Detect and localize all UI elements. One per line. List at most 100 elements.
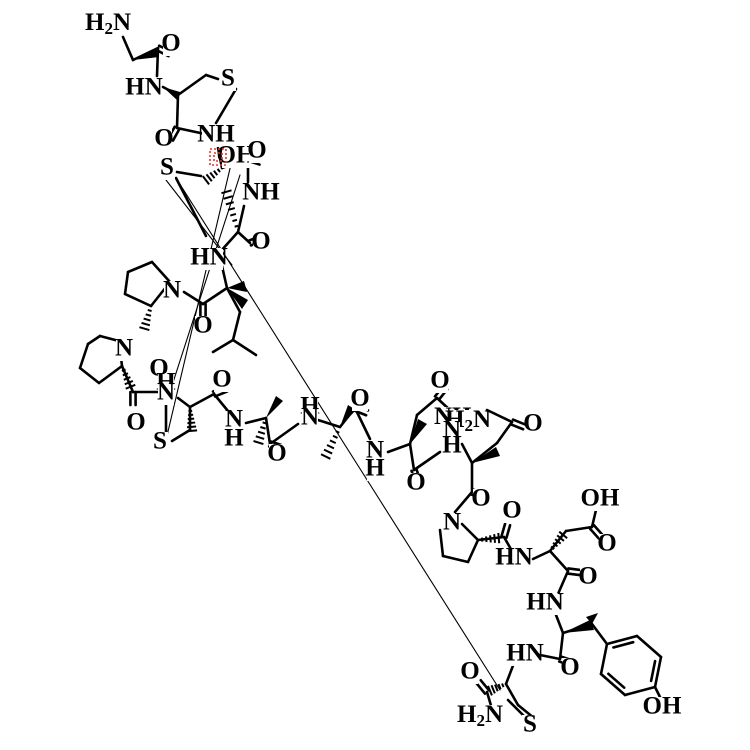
bond-tyr-cb-ring (590, 622, 609, 646)
aromatic-ring-bond (623, 685, 657, 697)
bond-cysC-c-o (479, 678, 491, 692)
svg-text:S: S (160, 154, 174, 181)
amide-hn-label: HN (190, 244, 228, 271)
carbonyl-oxygen-label: O (578, 563, 597, 590)
carbonyl-oxygen-label: O (430, 367, 449, 394)
bond-gly-n-ca (121, 35, 135, 62)
svg-text:NH: NH (197, 121, 235, 148)
label-halo (531, 593, 559, 615)
bond-asn2-cg-o (511, 418, 527, 426)
svg-text:O: O (502, 497, 521, 524)
svg-text:O: O (430, 367, 449, 394)
carbonyl-oxygen-label: O (161, 30, 180, 57)
bond-leu-cg-cd (231, 310, 242, 342)
carbonyl-oxygen-label: O (460, 658, 479, 685)
label-halo (159, 158, 175, 180)
label-halo (562, 658, 578, 680)
amide-nitrogen-label: N (225, 406, 243, 433)
aromatic-ring-bond (653, 655, 663, 689)
bond-pro2-cb-cg (78, 366, 101, 385)
bond-tyr-c-n (538, 653, 562, 661)
label-halo (226, 410, 242, 432)
amide-hn-label: HN (495, 544, 533, 571)
hash-pro1-ca (139, 309, 152, 332)
bond-leu-ca-c (201, 286, 229, 306)
aromatic-ring-bond (605, 634, 639, 646)
phenol-oh-bond (653, 685, 662, 699)
carbonyl-oxygen-label: O (126, 409, 145, 436)
carbonyl-oxygen-label: O (406, 469, 425, 496)
svg-text:O: O (247, 137, 266, 164)
aromatic-inner-bond (607, 672, 626, 689)
svg-text:H: H (442, 432, 462, 459)
svg-text:O: O (212, 366, 231, 393)
terminal-amide-label: H2N (457, 701, 503, 730)
label-halo (408, 473, 424, 495)
amide-hn-label: HN (506, 640, 544, 667)
label-halo (511, 644, 539, 666)
label-halo (367, 459, 383, 481)
disulfide-bridge-vertical (167, 174, 241, 399)
label-halo (128, 413, 144, 435)
bond-asn1-ca-c (408, 442, 416, 472)
carboxyl-oxygen-label: O (597, 530, 616, 557)
label-halo (163, 34, 179, 56)
bond-tyr-ca-c (558, 631, 565, 661)
hash-cys3-stereo (186, 409, 198, 433)
carbonyl-oxygen-label: O (193, 312, 212, 339)
svg-text:N: N (225, 406, 243, 433)
bond-n-ca-ala2 (316, 418, 342, 429)
bond-asp-cg-c (564, 525, 594, 533)
label-halo (500, 548, 528, 570)
bond-gly-ca-c (131, 46, 160, 62)
label-halo (116, 339, 132, 361)
svg-text:O: O (460, 658, 479, 685)
hash-asn-side (221, 189, 239, 228)
svg-text:O: O (578, 563, 597, 590)
label-halo (444, 513, 460, 535)
label-halo (504, 501, 520, 523)
bond-ala2-c-n (353, 406, 372, 441)
bond-asp-c-oh (590, 508, 598, 529)
svg-text:O: O (251, 228, 270, 255)
bond-pro3-cd-cg (441, 554, 470, 564)
bond-n-ca-cys3 (176, 396, 192, 409)
bond-pro1-ca-c4 (123, 292, 153, 308)
wedge-asn2-cb (472, 447, 500, 463)
label-halo (220, 69, 236, 91)
bond-cys1-ca-cb (176, 73, 208, 97)
bond-leu-cd2 (231, 338, 258, 357)
bond-asn1-cb-cg (415, 396, 439, 417)
aromatic-ring-bond (635, 634, 663, 659)
label-halo (130, 78, 158, 100)
carbonyl-oxygen-label: O (350, 385, 369, 412)
label-halo (302, 408, 318, 430)
bond-asp-c-o (592, 523, 604, 537)
svg-text:O: O (350, 385, 369, 412)
bond-pro2-c-n (98, 334, 121, 343)
amide-nh-label: NH (197, 121, 235, 148)
svg-text:O: O (154, 125, 173, 152)
bond-pro3-cb-ca (460, 522, 480, 542)
label-halo (156, 129, 172, 151)
wedge-cys1-n (163, 87, 180, 100)
amide-hydrogen-label: H (224, 425, 244, 452)
hash-asp-cb (550, 530, 568, 550)
terminal-amine-label: H2N (85, 9, 131, 38)
label-halo (247, 183, 275, 205)
bond-asn2-c-n (453, 490, 474, 514)
bond-cys1-c-o (171, 127, 181, 142)
bond-cys3-c-n (212, 392, 230, 413)
label-halo (152, 432, 168, 454)
disulfide-bridge-long-1 (175, 177, 501, 691)
label-halo (195, 248, 223, 270)
svg-text:HN: HN (495, 544, 533, 571)
label-halo (462, 705, 498, 727)
svg-text:O: O (560, 654, 579, 681)
bond-n-ca-asn2 (460, 442, 474, 465)
bond-cys1-c-n (175, 126, 207, 136)
label-halo (90, 13, 126, 35)
hash-ala2-methyl (320, 430, 340, 460)
bond-pro3-c-o (505, 523, 512, 540)
